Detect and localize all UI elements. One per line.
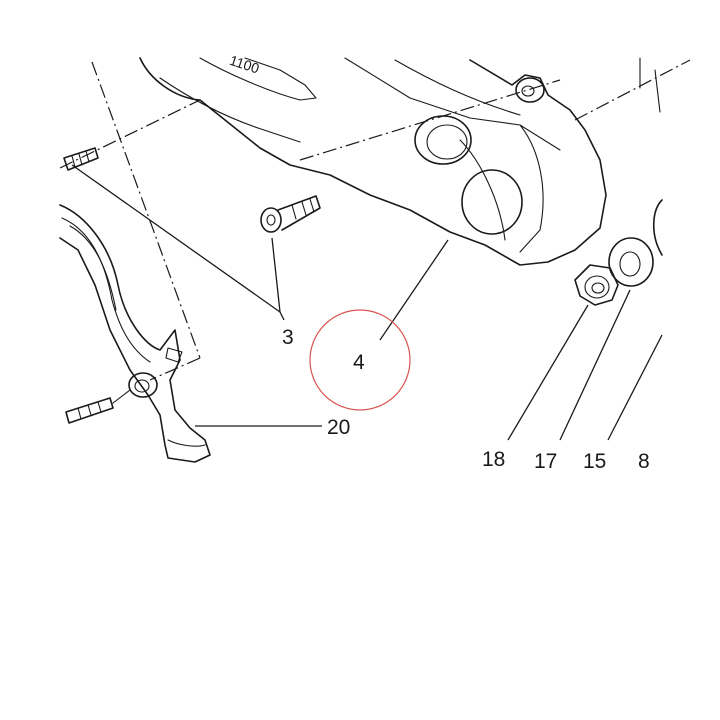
stud-bolt-upper — [63, 147, 99, 171]
left-housing — [59, 57, 691, 381]
callout-label-8: 8 — [638, 450, 650, 473]
right-edge-part — [652, 199, 663, 256]
callout-label-20: 20 — [327, 416, 350, 439]
cover-emboss-text: 1100 — [228, 52, 262, 77]
callout-label-15: 15 — [583, 450, 606, 473]
callout-label-18: 18 — [482, 448, 505, 471]
hex-nut — [574, 264, 619, 306]
highlight-circle — [309, 309, 411, 411]
washer — [608, 237, 654, 287]
callout-label-17: 17 — [534, 450, 557, 473]
callout-label-4: 4 — [353, 351, 365, 374]
leader-lines — [71, 164, 663, 441]
shift-lever — [59, 204, 211, 463]
side-cover — [139, 57, 607, 266]
callout-label-3: 3 — [282, 326, 294, 349]
cap-screw — [260, 195, 321, 233]
stud-bolt-lower — [65, 389, 131, 424]
